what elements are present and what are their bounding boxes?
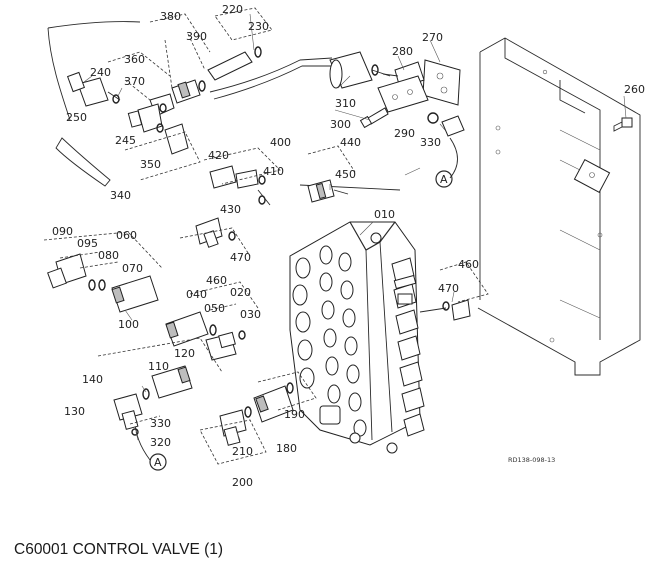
label-450: 450 [335,168,356,181]
label-360: 360 [124,53,145,66]
block-290 [377,75,429,113]
label-230: 230 [248,20,269,33]
label-400: 400 [270,136,291,149]
label-330-lower: 330 [150,417,171,430]
label-330-upper: 330 [420,136,441,149]
oring-050 [209,324,217,336]
oring-095 [88,279,96,291]
label-140: 140 [82,373,103,386]
label-190: 190 [284,408,305,421]
label-070: 070 [122,262,143,275]
adapter-380 [171,79,201,104]
fitting-440-450 [307,179,349,203]
label-030: 030 [240,308,261,321]
tube-110 [151,365,193,399]
oring-140 [142,388,150,400]
elbow-460-470 [195,217,236,248]
svg-text:A: A [154,456,162,469]
fitting-420-410 [209,165,271,206]
label-050: 050 [204,302,225,315]
label-095: 095 [77,237,98,250]
label-130: 130 [64,405,85,418]
label-250: 250 [66,111,87,124]
label-080: 080 [98,249,119,262]
frame-plate [477,37,641,376]
marker-A-upper: A [435,170,453,188]
label-380: 380 [160,10,181,23]
label-100: 100 [118,318,139,331]
label-180: 180 [276,442,297,455]
hose-upper-left [47,27,71,121]
label-060: 060 [116,229,137,242]
label-270: 270 [422,31,443,44]
label-370: 370 [124,75,145,88]
label-300: 300 [330,118,351,131]
bolt-300 [359,107,389,129]
oring-080 [98,279,106,291]
label-240: 240 [90,66,111,79]
oring-190 [286,382,294,394]
label-460-right: 460 [458,258,479,271]
oring-390 [198,80,206,92]
label-390: 390 [186,30,207,43]
label-440: 440 [340,136,361,149]
label-290: 290 [394,127,415,140]
diagram-caption: C60001 CONTROL VALVE (1) [14,541,224,558]
tube-040 [165,311,209,347]
label-120: 120 [174,347,195,360]
label-350: 350 [140,158,161,171]
label-340: 340 [110,189,131,202]
label-430: 430 [220,203,241,216]
elbow-200 [219,409,247,446]
svg-text:A: A [440,173,448,186]
label-420: 420 [208,149,229,162]
bracket-270 [422,59,461,106]
control-valve-010 [289,221,425,454]
label-310: 310 [335,97,356,110]
label-010: 010 [374,208,395,221]
label-470-right: 470 [438,282,459,295]
fitting-240-250 [66,71,121,107]
label-320: 320 [150,436,171,449]
label-470-left: 470 [230,251,251,264]
tube-070 [111,275,159,313]
hose-end-340 [55,137,111,187]
label-200: 200 [232,476,253,489]
elbow-090 [47,253,87,289]
label-040: 040 [186,288,207,301]
label-220: 220 [222,3,243,16]
label-110: 110 [148,360,169,373]
label-260: 260 [624,83,645,96]
tube-180 [253,385,294,423]
label-280: 280 [392,45,413,58]
part-labels: 380 220 230 390 360 240 370 250 245 350 … [52,3,645,489]
reference-code: RD138-098-13 [508,456,555,464]
label-020: 020 [230,286,251,299]
label-210: 210 [232,445,253,458]
label-090: 090 [52,225,73,238]
clip-330 [427,112,465,137]
elbow-130 [113,393,143,436]
frame-bracket [573,159,611,193]
label-245: 245 [115,134,136,147]
exploded-parts-diagram: A A 380 220 230 390 360 240 370 250 245 … [43,3,645,489]
cylinder-310 [329,51,391,89]
elbow-350 [156,123,189,155]
label-410: 410 [263,165,284,178]
label-460-left: 460 [206,274,227,287]
oring-230 [254,46,262,58]
fitting-220 [207,51,253,81]
fitting-470-right [419,299,471,321]
marker-A-lower: A [149,453,167,471]
fitting-020 [205,330,246,361]
bolt-260 [613,117,633,132]
oring-210 [244,406,252,418]
